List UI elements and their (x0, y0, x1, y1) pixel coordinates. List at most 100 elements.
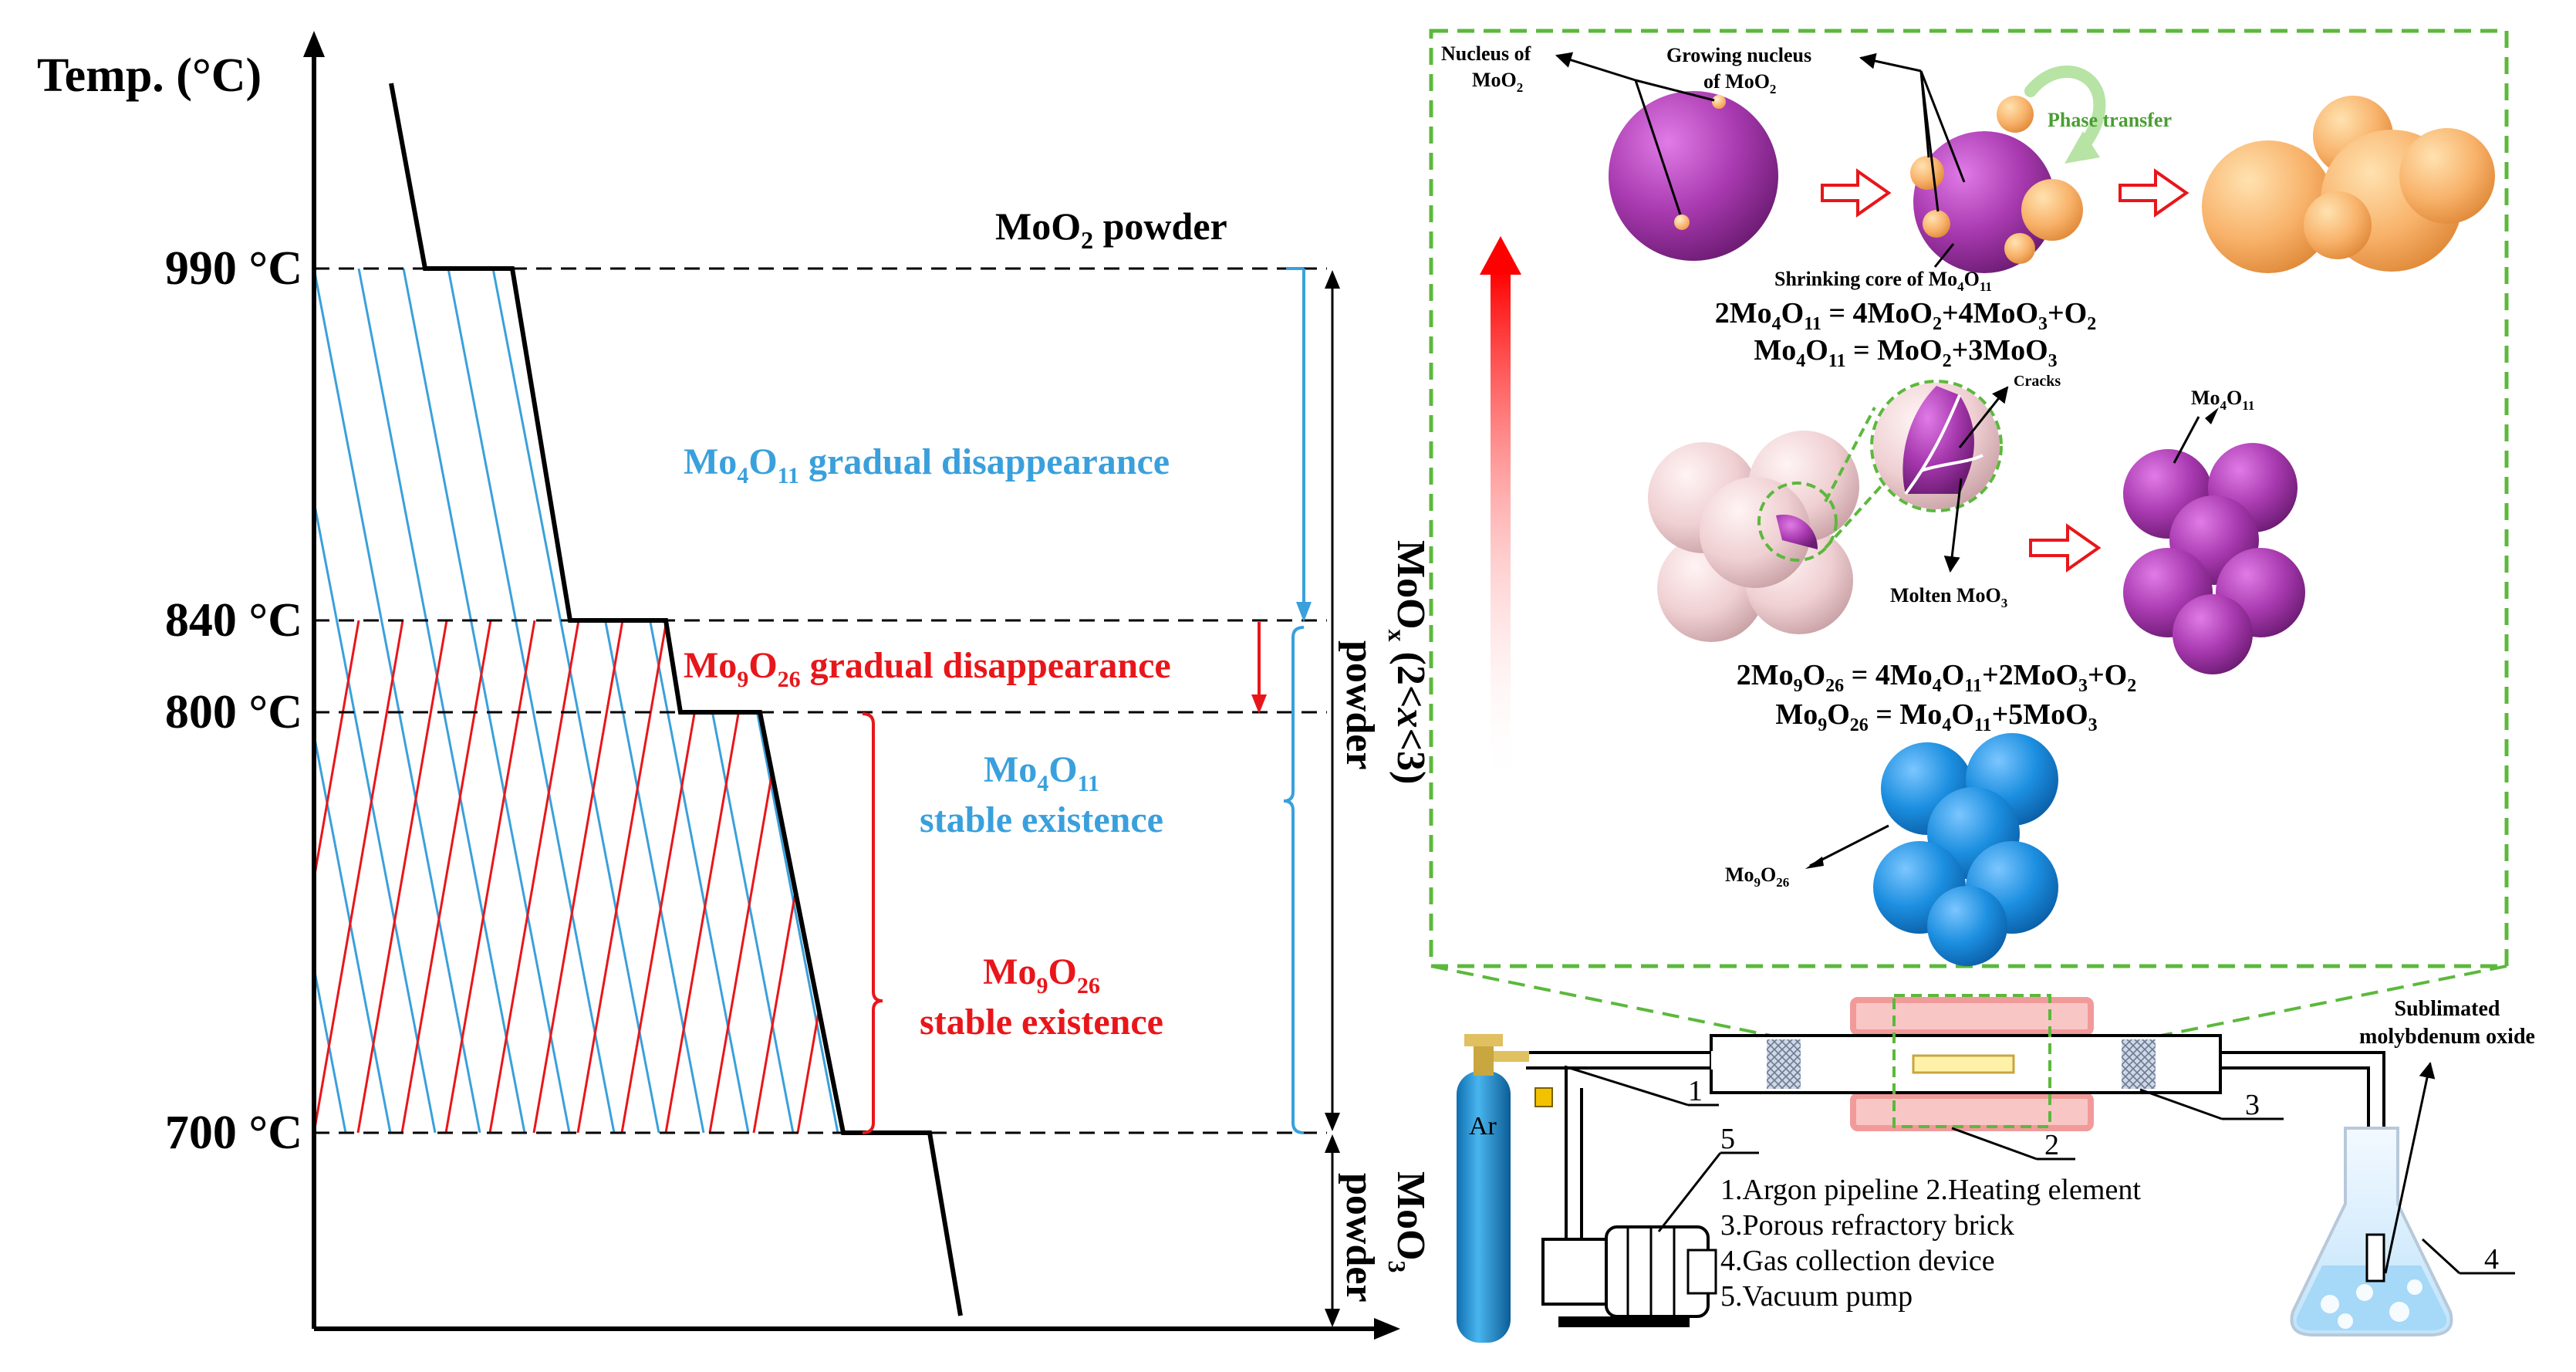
mo9o26-stable-text: stable existence (920, 1002, 1163, 1043)
molten-pointer (1943, 478, 1963, 573)
temp-label-990: 990 °C (165, 242, 302, 295)
hatch-line-blue (314, 269, 347, 1133)
mo9o26-arrow-head (1251, 694, 1267, 714)
mo4o11-pointer-head (2205, 407, 2219, 424)
callout-5-leader (1657, 1152, 1722, 1232)
moo3-range-bottom-arrow (1325, 1309, 1340, 1327)
x-axis-arrow (1374, 1318, 1400, 1340)
growing-nucleus-c (2021, 179, 2083, 241)
molten-moo3-cluster (1648, 431, 1859, 642)
nucleus-pointer (1555, 52, 1636, 82)
growing-leader-3 (1919, 70, 1966, 183)
moox-powder-label: MoOx (2<x<3) (1383, 540, 1433, 784)
growing-nucleus-d (2004, 233, 2035, 264)
hatch-line-red (1150, 620, 1238, 1133)
moox-range-bottom-arrow (1325, 1113, 1340, 1131)
nucleus-leader-top (1635, 79, 1715, 102)
nucleus-moo2-line2: MoO2 (1472, 69, 1523, 95)
growing-nucleus-b (1923, 210, 1950, 238)
sublimated-label-2: molybdenum oxide (2359, 1025, 2535, 1049)
mo4o11-label: Mo4O11 (2191, 387, 2254, 413)
hatch-line-red (840, 620, 843, 1133)
mo4o11-pointer (2173, 416, 2200, 464)
hatch-line-blue (314, 269, 437, 1133)
mo9o26-pointer (1809, 824, 1889, 867)
phase-boundary-curve (389, 83, 963, 1316)
hatch-line-red (708, 620, 800, 1133)
mo4o11-arrow-head (1296, 602, 1312, 622)
growing-nucleus-line1: Growing nucleus (1666, 44, 1811, 66)
temp-label-800: 800 °C (165, 686, 302, 738)
temp-label-700: 700 °C (165, 1107, 302, 1159)
heating-element-top (1850, 997, 2094, 1036)
callout-1: 1 (1688, 1075, 1703, 1107)
shrinking-core-label: Shrinking core of Mo4O11 (1774, 268, 1992, 294)
hatch-line-blue (0, 269, 32, 1133)
hatch-line-red (444, 620, 536, 1133)
cracks-lines (1904, 394, 1983, 495)
growing-nucleus-pointer (1859, 52, 1922, 73)
mo4o11-stable-formula: Mo4O11 (984, 749, 1099, 796)
svg-text:MoOx (2<x<3): MoOx (2<x<3) (1383, 540, 1433, 784)
zoom-circle-large (1870, 380, 2003, 512)
hatch-line-red (488, 620, 580, 1133)
hatch-line-red (576, 620, 668, 1133)
y-axis-title: Temp. (°C) (37, 49, 262, 102)
hatch-line-blue (581, 269, 750, 1133)
hatch-line-red (314, 620, 404, 1133)
outlet-tip (2365, 1233, 2385, 1282)
flask-bubbles (2321, 1279, 2422, 1329)
callout-5: 5 (1720, 1123, 1735, 1155)
growing-leader-2 (1919, 70, 1940, 212)
mo9o26-pointer-head (1805, 857, 1824, 869)
svg-text:powder: powder (1338, 1173, 1382, 1303)
legend-line-3: 4.Gas collection device (1720, 1245, 1995, 1277)
hatch-line-red (1106, 620, 1194, 1133)
callout-1-leader (1564, 1065, 1689, 1107)
callout-2: 2 (2044, 1129, 2059, 1161)
hatch-line-red (930, 620, 1018, 1133)
y-axis-arrow (303, 31, 325, 57)
nucleus-moo2-line1: Nucleus of (1441, 42, 1531, 65)
mo4o11-cluster (2123, 443, 2305, 674)
temperature-rise-arrow-head (1480, 236, 1521, 275)
mechanism-panel-border (1429, 29, 2509, 968)
hatch-line-red (400, 620, 492, 1133)
hatch-line-blue (760, 269, 843, 1133)
equation-2: Mo4O11 = MoO2+3MoO3 (1754, 334, 2057, 371)
zoom-region-box (1892, 994, 2051, 1128)
mo4o11-stable-text: stable existence (920, 799, 1163, 840)
mo4o11-particle-with-nucleus (1609, 91, 1778, 261)
temp-label-840: 840 °C (165, 594, 302, 647)
hatch-line-blue (715, 269, 843, 1133)
callout-4: 4 (2484, 1243, 2499, 1276)
cylinder-valve (1464, 1034, 1503, 1046)
callout-3: 3 (2245, 1089, 2260, 1121)
hatch-line-blue (1, 269, 167, 1133)
mo9o26-cluster (1873, 733, 2058, 966)
hatch-line-red (50, 620, 139, 1133)
cylinder-neck (1474, 1045, 1494, 1076)
hatch-line-red (620, 620, 712, 1133)
moo3-range-top-arrow (1325, 1134, 1340, 1153)
legend-line-4: 5.Vacuum pump (1720, 1280, 1913, 1313)
process-arrow-1 (1821, 168, 1892, 218)
hatch-line-red (1018, 620, 1106, 1133)
heating-element-bottom (1850, 1093, 2094, 1131)
shrinking-core-pointer (1933, 243, 1955, 268)
hatch-line-blue (0, 269, 77, 1133)
equation-1: 2Mo4O11 = 4MoO2+4MoO3+O2 (1715, 297, 2097, 334)
moo2-nucleus-small (1674, 215, 1690, 230)
hatch-line-blue (0, 269, 122, 1133)
process-arrow-2 (2119, 168, 2189, 218)
moox-powder-word: powder (1338, 640, 1382, 770)
callout-4-leader (2421, 1238, 2461, 1275)
phase-transfer-arrow-head (2065, 131, 2100, 164)
sublimated-label-1: Sublimated (2395, 997, 2500, 1021)
zoom-connector-top (1824, 407, 1876, 502)
mo9o26-disappearance-label: Mo9O26 gradual disappearance (684, 645, 1171, 692)
nucleus-leader-bottom (1634, 79, 1682, 215)
process-arrow-3 (2029, 523, 2102, 573)
mo9o26-stable-brace (862, 712, 883, 1134)
